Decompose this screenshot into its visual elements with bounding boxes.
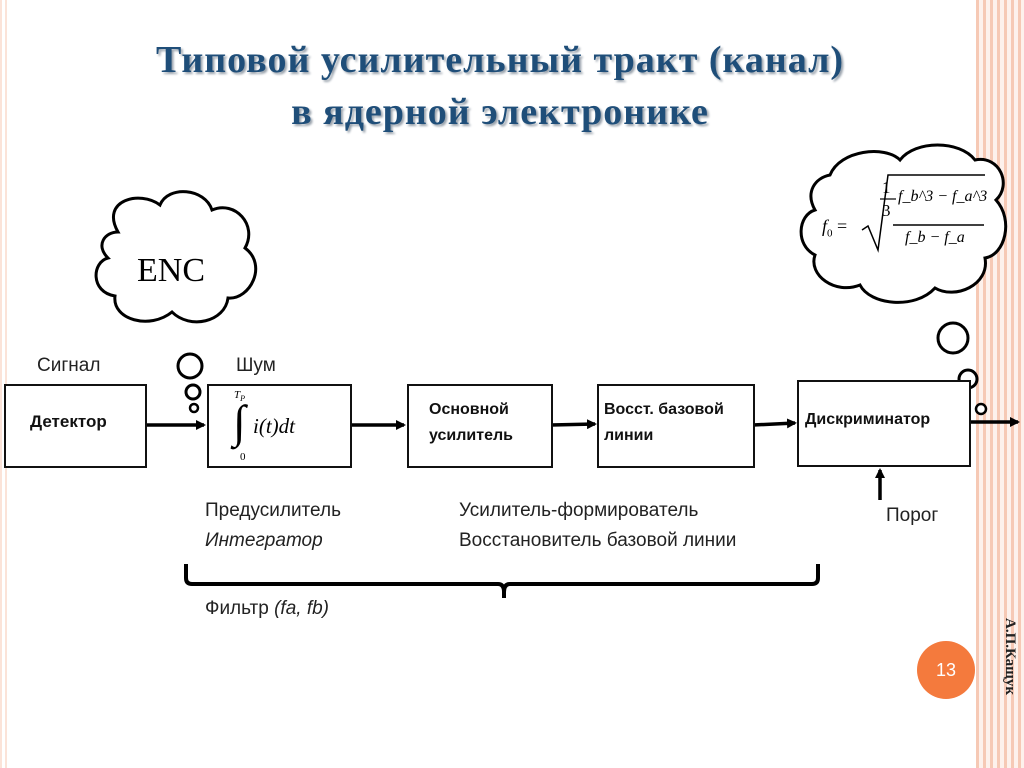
main-amplifier-block xyxy=(407,384,553,468)
frac-one: 1 xyxy=(882,178,891,197)
f0-bubble-small xyxy=(974,402,988,416)
baseline-label-2: линии xyxy=(604,427,654,444)
right-decor-stripes xyxy=(976,0,1024,768)
enc-cloud xyxy=(94,190,258,324)
main-amp-label-2: усилитель xyxy=(429,427,513,444)
arrow-baseline-discriminator xyxy=(752,418,797,429)
f0-symbol: f xyxy=(822,216,828,236)
discriminator-block xyxy=(797,380,971,467)
enc-bubble-small xyxy=(188,402,200,414)
denominator-expr: f_b − f_a xyxy=(905,229,965,246)
filter-prefix: Фильтр xyxy=(205,598,275,619)
numerator-expr: f_b^3 − f_a^3 xyxy=(898,188,988,205)
f0-lhs: f0 = xyxy=(822,216,847,240)
filter-label: Фильтр (fa, fb) xyxy=(205,598,329,620)
discriminator-label: Дискриминатор xyxy=(805,411,931,428)
sqrt-sign xyxy=(861,174,985,253)
slide-title-line2: в ядерной электронике xyxy=(291,91,709,133)
detector-block xyxy=(4,384,147,468)
main-amp-label-1: Основной xyxy=(429,401,509,418)
f0-subscript: 0 xyxy=(827,227,833,240)
page-number-badge: 13 xyxy=(917,641,975,699)
integral-upper: TP xyxy=(234,389,245,403)
filter-params: (fa, fb) xyxy=(274,598,330,619)
integral-expression: i(t)dt xyxy=(253,414,295,438)
author-label: А.П.Кащук xyxy=(1002,618,1018,695)
f0-bubble-large xyxy=(936,321,970,355)
integral-sign: ∫ xyxy=(233,396,246,447)
slide-title-line1: Типовой усилительный тракт (канал) xyxy=(155,39,845,81)
integral-upper-T: T xyxy=(234,389,241,401)
signal-label: Сигнал xyxy=(37,355,101,376)
filter-brace xyxy=(184,564,820,598)
shaper-label: Усилитель-формирователь xyxy=(459,500,699,521)
integrator-label: Интегратор xyxy=(205,530,323,551)
arrow-mainamp-baseline xyxy=(550,419,597,430)
frac-three: 3 xyxy=(882,201,891,220)
baseline-restorer-block xyxy=(597,384,755,468)
equals-sign: = xyxy=(837,216,848,236)
restorer-label: Восстановитель базовой линии xyxy=(459,530,737,551)
integral-upper-sub: P xyxy=(240,394,246,404)
baseline-label-1: Восст. базовой xyxy=(604,401,724,418)
noise-label: Шум xyxy=(236,355,276,376)
integral-lower: 0 xyxy=(240,451,246,463)
integrator-block xyxy=(207,384,352,468)
threshold-label: Порог xyxy=(886,505,939,526)
enc-bubble-large xyxy=(176,352,204,380)
detector-label: Детектор xyxy=(30,412,107,431)
enc-bubble-mid xyxy=(184,383,202,401)
enc-label: ENC xyxy=(137,252,205,289)
preamp-label: Предусилитель xyxy=(205,500,341,521)
f0-cloud xyxy=(799,143,1008,304)
